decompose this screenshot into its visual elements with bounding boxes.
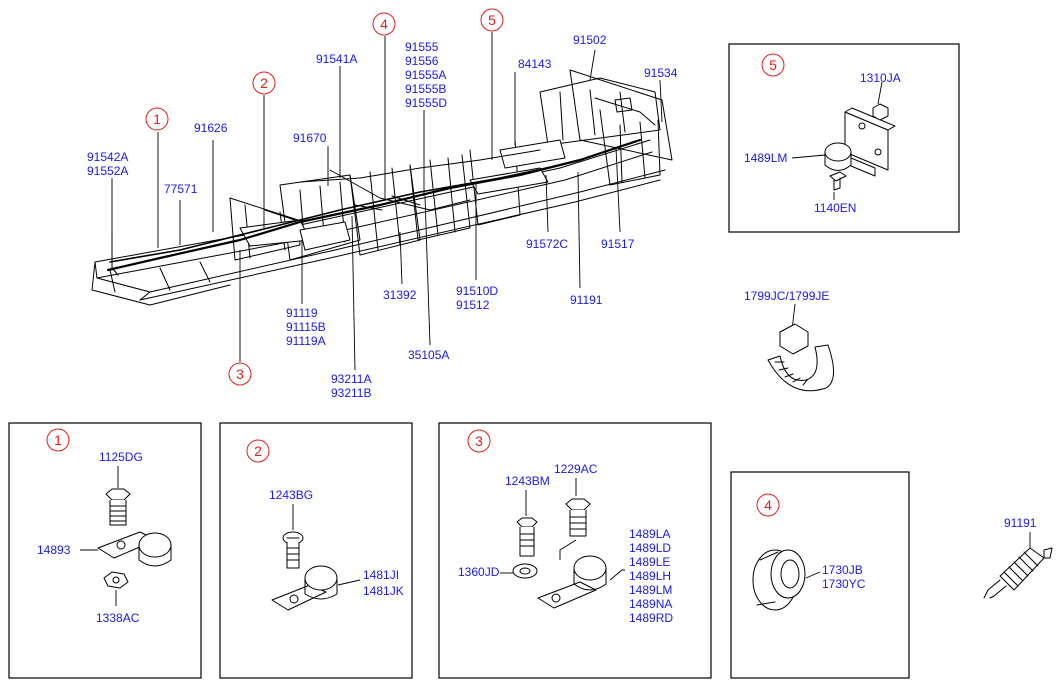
main-part-labels: 91542A 91552A 91626 77571 91541A 91670 9… <box>87 33 678 400</box>
label-1243bg: 1243BG <box>269 488 313 502</box>
washer-1360jd <box>512 563 538 579</box>
label-1229ac: 1229AC <box>554 462 598 476</box>
callout-circle-5 <box>480 8 504 32</box>
detail-1-callout: 1 <box>54 432 62 448</box>
label-31392: 31392 <box>383 288 417 302</box>
label-1243bm: 1243BM <box>505 474 550 488</box>
label-1489-5: 1489NA <box>629 597 672 611</box>
detail-3-frame <box>438 422 712 679</box>
label-91534: 91534 <box>644 66 678 80</box>
tie-head <box>779 323 809 355</box>
callout-3: 3 <box>236 366 244 382</box>
detail-4-callout-circle <box>756 493 780 517</box>
label-91541a: 91541A <box>316 52 357 66</box>
label-91556: 91556 <box>405 54 439 68</box>
label-91555a: 91555A <box>405 68 446 82</box>
label-1360jd: 1360JD <box>458 565 500 579</box>
label-1489-0: 1489LA <box>629 527 670 541</box>
label-91542a: 91542A <box>87 150 128 164</box>
callout-1: 1 <box>153 111 161 127</box>
callout-circle-1 <box>145 107 169 131</box>
label-91517: 91517 <box>601 237 635 251</box>
nut-1338ac <box>103 571 129 589</box>
detail-3-callout: 3 <box>475 433 483 449</box>
label-91555d: 91555D <box>405 96 447 110</box>
label-91626: 91626 <box>194 121 228 135</box>
plug-body <box>999 547 1045 591</box>
clamp-1489lm <box>824 142 852 162</box>
label-1140en: 1140EN <box>814 201 856 215</box>
tie-strap <box>767 344 834 392</box>
callout-4: 4 <box>380 16 388 32</box>
label-14893: 14893 <box>37 543 71 557</box>
label-1489-1: 1489LD <box>629 541 671 555</box>
callout-5: 5 <box>488 12 496 28</box>
detail-1-callout-circle <box>46 428 70 452</box>
detail-4-panel: 4 1730JB 1730YC <box>730 471 910 679</box>
detail-3-callout-circle <box>467 429 491 453</box>
detail-1-frame <box>8 422 202 679</box>
label-91119a: 91119A <box>286 334 326 348</box>
detail-4-callout: 4 <box>764 497 772 513</box>
label-1125dg: 1125DG <box>99 450 143 464</box>
label-1799jc-1799je: 1799JC/1799JE <box>744 289 829 303</box>
label-1489-4: 1489LM <box>629 583 672 597</box>
bolt-1243bm <box>516 517 538 528</box>
label-1481jk: 1481JK <box>363 584 404 598</box>
clamp-1481ji <box>271 584 327 611</box>
bolt-1125dg <box>105 488 131 501</box>
main-callouts: 1 2 3 4 5 <box>145 8 504 386</box>
label-91191: 91191 <box>570 293 603 307</box>
callout-circle-2 <box>252 71 276 95</box>
label-91512: 91512 <box>456 298 490 312</box>
label-1310ja: 1310JA <box>860 71 901 85</box>
clamp-1489 <box>537 581 597 609</box>
label-91552a: 91552A <box>87 164 128 178</box>
plug-91191-detail: 91191 <box>983 516 1053 599</box>
label-1338ac: 1338AC <box>96 611 140 625</box>
label-91510d: 91510D <box>456 284 498 298</box>
label-35105a: 35105A <box>408 348 449 362</box>
detail-5-callout-circle <box>761 53 785 77</box>
label-91555b: 91555B <box>405 82 446 96</box>
label-93211b: 93211B <box>331 386 371 400</box>
label-91119: 91119 <box>286 306 318 320</box>
detail-2-callout-circle <box>246 439 270 463</box>
detail-4-frame <box>730 471 910 679</box>
detail-5-panel: 5 1310JA 1489LM 1140EN <box>728 43 960 233</box>
bolt-1229ac <box>565 498 591 511</box>
label-91572c: 91572C <box>526 237 568 251</box>
label-77571: 77571 <box>164 182 198 196</box>
label-1489lm: 1489LM <box>744 151 787 165</box>
detail-2-panel: 2 1243BG 1481JI 1481JK <box>219 422 413 679</box>
label-1730yc: 1730YC <box>822 577 866 591</box>
chassis-frame-drawing <box>91 69 673 306</box>
label-1481ji: 1481JI <box>363 568 399 582</box>
label-plug-91191: 91191 <box>1004 516 1037 530</box>
label-91670: 91670 <box>293 131 327 145</box>
cable-tie-detail: 1799JC/1799JE <box>744 289 834 392</box>
label-93211a: 93211A <box>331 372 371 386</box>
callout-circle-3 <box>228 362 252 386</box>
detail-5-callout: 5 <box>769 57 777 73</box>
label-91502: 91502 <box>573 33 607 47</box>
label-91555: 91555 <box>405 40 439 54</box>
detail-1-panel: 1 1125DG 14893 1338AC <box>8 422 202 679</box>
callout-circle-4 <box>372 12 396 36</box>
label-1730jb: 1730JB <box>822 563 863 577</box>
nut-1310ja <box>872 103 889 121</box>
detail-3-panel: 3 1243BM 1229AC 1360JD 1489LA 1489LD 148… <box>438 422 712 679</box>
screw-1140en <box>829 171 847 182</box>
label-91115b: 91115B <box>286 320 326 334</box>
callout-2: 2 <box>260 75 268 91</box>
detail-2-callout: 2 <box>254 443 262 459</box>
label-1489-3: 1489LH <box>629 569 671 583</box>
leader-lines <box>111 32 663 371</box>
detail-5-frame <box>728 43 960 233</box>
detail-2-frame <box>219 422 413 679</box>
label-84143: 84143 <box>518 57 552 71</box>
label-1489-2: 1489LE <box>629 555 670 569</box>
label-1489-6: 1489RD <box>629 611 673 625</box>
